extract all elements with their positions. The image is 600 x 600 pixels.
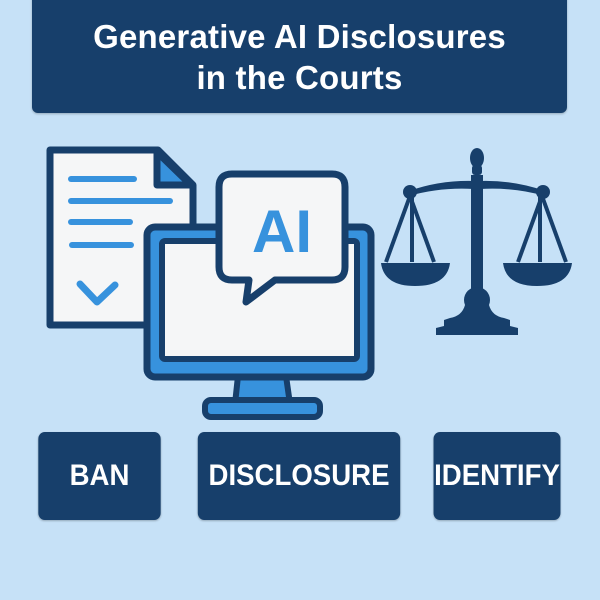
ai-label: AI <box>252 198 312 265</box>
illustration: AI <box>46 146 572 420</box>
title-line-1: Generative AI Disclosures <box>93 17 506 55</box>
disclosure-label: DISCLOSURE <box>208 459 390 492</box>
disclosure-button[interactable]: DISCLOSURE <box>197 432 401 520</box>
identify-button[interactable]: IDENTIFY <box>433 432 561 520</box>
title-banner: Generative AI Disclosures in the Courts <box>32 0 567 113</box>
page-title: Generative AI Disclosures in the Courts <box>93 16 506 98</box>
scales-of-justice-icon <box>381 148 572 335</box>
ban-label: BAN <box>69 459 130 492</box>
ban-button[interactable]: BAN <box>38 432 161 520</box>
identify-label: IDENTIFY <box>434 459 560 492</box>
ai-speech-bubble: AI <box>215 170 349 306</box>
title-line-2: in the Courts <box>196 58 403 96</box>
